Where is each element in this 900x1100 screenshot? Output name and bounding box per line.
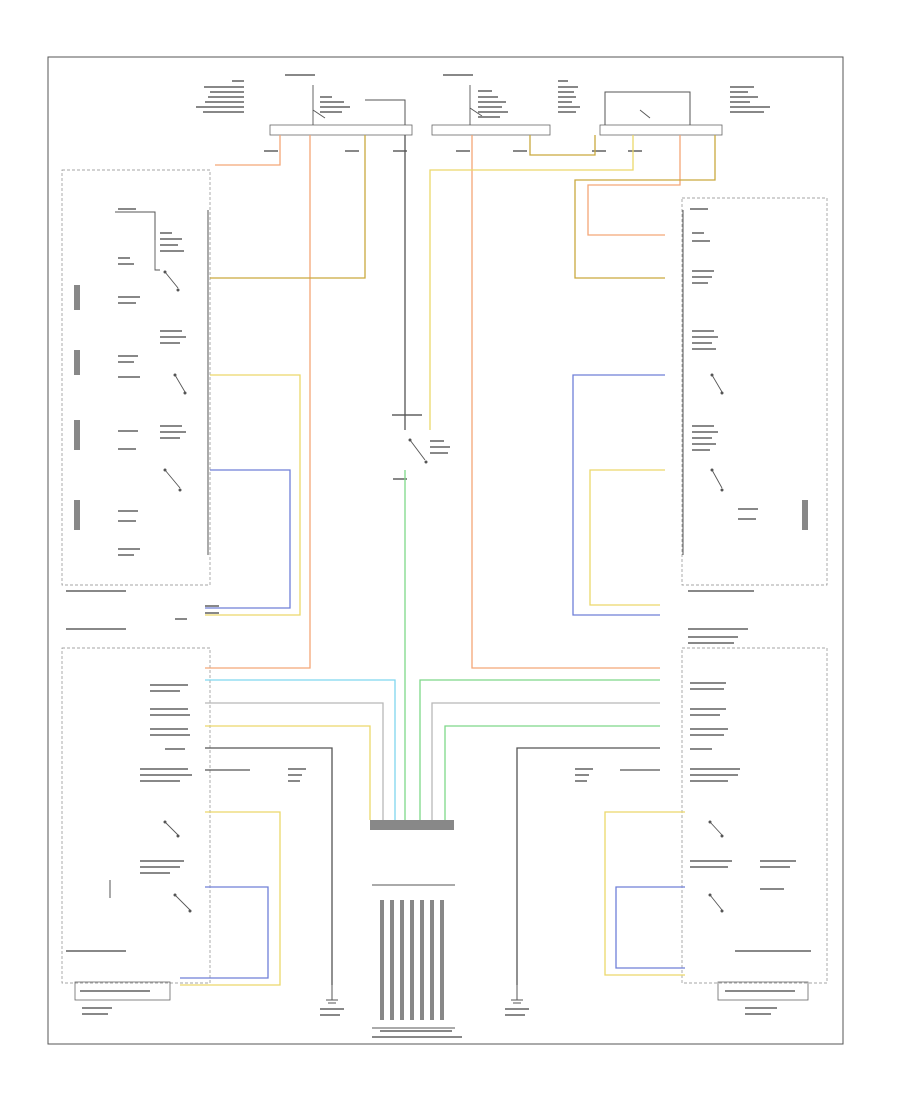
right-rear-module	[575, 628, 828, 1015]
fuse-block-center	[431, 74, 580, 152]
passenger-lock-switch	[692, 232, 714, 284]
ground-left	[320, 985, 344, 1016]
ground-right	[505, 985, 529, 1016]
wire-black-right	[516, 747, 660, 985]
driver-door-module	[61, 169, 211, 592]
driver-lock-switch	[74, 232, 184, 310]
driver-window-switch-1	[74, 330, 187, 395]
driver-window-switch-2	[74, 420, 186, 492]
driver-window-switch-3	[74, 500, 140, 556]
wire-yellow-rear-right-sw	[604, 811, 685, 976]
wire-orange-top-left	[215, 135, 281, 166]
wire-tan-center	[529, 135, 596, 156]
wire-blue-left	[205, 469, 291, 609]
wire-blue-rear-right	[615, 886, 685, 969]
wire-tan-right	[574, 135, 716, 279]
wire-yellow-rear-left-sw	[180, 811, 281, 986]
wire-yellow-left-window	[205, 374, 301, 616]
wire-yellow-right-window	[589, 469, 665, 606]
fuse-block-left-labels	[196, 74, 407, 152]
wire-black-left	[205, 747, 333, 985]
wire-tan-left	[210, 135, 366, 279]
wire-gray-left	[205, 702, 384, 820]
wire-yellow-center	[429, 135, 634, 430]
wire-orange-right	[471, 135, 660, 669]
fuse-block-right	[592, 86, 770, 152]
wire-lightblue-left	[205, 679, 396, 820]
wire-orange-top-right	[587, 135, 681, 236]
wires	[180, 135, 716, 986]
center-lock-switch	[392, 414, 450, 480]
passenger-door-module	[681, 197, 828, 592]
passenger-window-switch-1	[692, 330, 724, 395]
wire-orange-left	[205, 135, 311, 669]
passenger-window-switch-2	[692, 425, 808, 530]
fuse-block-left	[196, 74, 413, 152]
diagram-border	[47, 56, 844, 1045]
left-rear-module	[61, 605, 306, 1015]
wire-green-right-2	[444, 725, 660, 820]
wire-blue-right	[572, 374, 665, 616]
body-control-module-connector	[370, 820, 462, 1038]
wire-yellow-rear-left	[205, 725, 371, 820]
wire-blue-rear-left	[180, 886, 269, 979]
wire-gray-right	[431, 702, 660, 820]
wire-green-right-1	[419, 679, 660, 820]
